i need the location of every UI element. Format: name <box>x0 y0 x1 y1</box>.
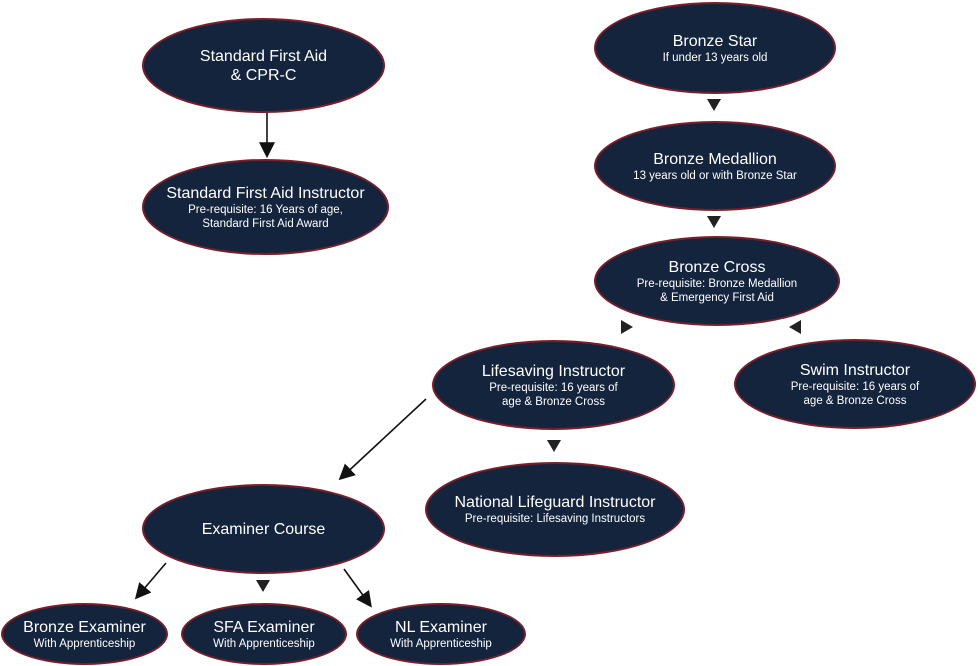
node-subtitle: Pre-requisite: 16 years of <box>489 381 618 394</box>
node-title: Lifesaving Instructor <box>481 362 626 380</box>
node-bronze-examiner: Bronze Examiner With Apprenticeship <box>1 603 168 665</box>
node-subtitle: 13 years old or with Bronze Star <box>633 169 797 182</box>
node-subtitle: With Apprenticeship <box>33 637 136 650</box>
node-title: Standard First Aid <box>199 47 328 65</box>
node-subtitle: Pre-requisite: 16 Years of age, <box>188 203 343 216</box>
node-subtitle-line2: Standard First Aid Award <box>202 217 329 230</box>
node-title: Examiner Course <box>201 520 326 538</box>
node-title: SFA Examiner <box>213 618 315 636</box>
node-title: NL Examiner <box>395 618 487 636</box>
node-swim-instructor: Swim Instructor Pre-requisite: 16 years … <box>734 339 976 429</box>
arrow-examiner-to-bronze-examiner <box>134 562 167 600</box>
node-title: Standard First Aid Instructor <box>166 184 365 202</box>
node-sfa-examiner: SFA Examiner With Apprenticeship <box>181 603 347 665</box>
node-subtitle: If under 13 years old <box>662 51 768 64</box>
arrow-examiner-to-nl-examiner <box>343 568 372 608</box>
node-standard-first-aid: Standard First Aid & CPR-C <box>142 18 385 113</box>
down-arrow-icon <box>707 216 721 228</box>
node-subtitle: Pre-requisite: 16 years of <box>790 380 920 393</box>
node-subtitle: With Apprenticeship <box>390 637 492 650</box>
arrow-lifesaving-to-examiner <box>338 398 427 481</box>
node-subtitle: With Apprenticeship <box>213 637 315 650</box>
down-arrow-icon <box>707 99 721 111</box>
node-bronze-medallion: Bronze Medallion 13 years old or with Br… <box>594 121 836 211</box>
node-subtitle: Pre-requisite: Lifesaving Instructors <box>464 513 646 525</box>
node-national-lifeguard-instructor: National Lifeguard Instructor Pre-requis… <box>425 462 685 557</box>
left-arrow-icon <box>789 320 801 334</box>
node-examiner-course: Examiner Course <box>142 484 385 574</box>
node-title: National Lifeguard Instructor <box>454 494 656 511</box>
node-lifesaving-instructor: Lifesaving Instructor Pre-requisite: 16 … <box>432 340 675 430</box>
node-subtitle: Pre-requisite: Bronze Medallion <box>636 277 798 290</box>
down-arrow-icon <box>547 440 561 452</box>
node-nl-examiner: NL Examiner With Apprenticeship <box>356 603 526 665</box>
node-title: Swim Instructor <box>799 361 911 379</box>
node-subtitle-line2: & Emergency First Aid <box>660 291 774 304</box>
node-subtitle-line2: age & Bronze Cross <box>803 394 907 407</box>
down-arrow-icon <box>256 580 270 592</box>
node-bronze-cross: Bronze Cross Pre-requisite: Bronze Medal… <box>594 236 840 326</box>
node-title: Bronze Star <box>672 32 758 50</box>
node-title: Bronze Medallion <box>653 150 777 168</box>
node-sfa-instructor: Standard First Aid Instructor Pre-requis… <box>142 159 389 255</box>
node-title-line2: & CPR-C <box>230 66 297 84</box>
right-arrow-icon <box>621 320 633 334</box>
node-bronze-star: Bronze Star If under 13 years old <box>594 2 836 94</box>
node-title: Bronze Cross <box>668 258 766 276</box>
node-title: Bronze Examiner <box>23 618 146 636</box>
node-subtitle-line2: age & Bronze Cross <box>502 395 605 408</box>
